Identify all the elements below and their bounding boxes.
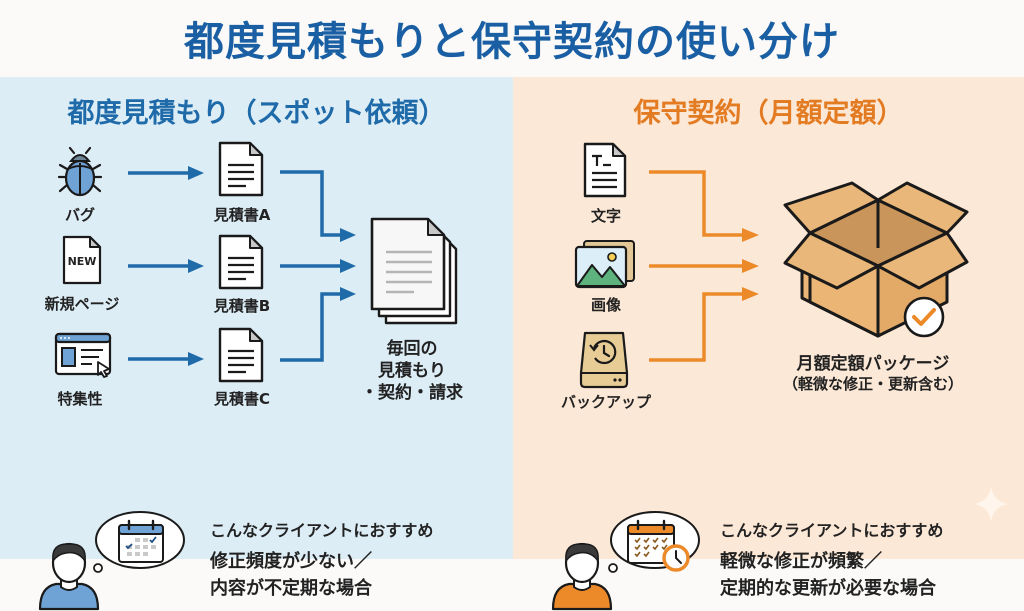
- arrow-estimate-c-to-result: [280, 287, 356, 362]
- recommend-heading-left: こんなクライアントにおすすめ: [210, 521, 434, 540]
- result-line-3: ・契約・請求: [361, 383, 463, 403]
- arrow-text-to-package: [649, 170, 759, 242]
- package-line-2: （軽微な修正・更新含む）: [782, 375, 963, 393]
- estimate-c-icon: [218, 327, 264, 383]
- new-page-icon: [62, 235, 102, 285]
- sparkle-icon: [973, 486, 1009, 522]
- page-title: 都度見積もりと保守契約の使い分け: [184, 19, 840, 65]
- image-icon: [574, 240, 635, 289]
- check-badge-icon: [903, 296, 945, 338]
- arrow-estimate-b-to-result: [280, 259, 356, 273]
- recommend-line-left-1: 修正頻度が少ない／: [210, 551, 372, 572]
- input-label-text: 文字: [590, 207, 621, 225]
- spot-estimate-panel: 都度見積もり（スポット依頼） バグ NEW 新規ページ 特集性: [0, 77, 513, 611]
- input-label-image: 画像: [590, 296, 621, 314]
- arrow-feature-to-estimate-c: [128, 352, 204, 366]
- person-icon: [38, 542, 100, 611]
- person-icon-right: [551, 542, 613, 611]
- recommend-line-right-1: 軽微な修正が頻繁／: [720, 551, 882, 572]
- result-line-1: 毎回の: [386, 339, 438, 359]
- recommend-line-right-2: 定期的な更新が必要な場合: [720, 578, 936, 599]
- input-label-feature: 特集性: [57, 390, 103, 408]
- recommend-heading-right: こんなクライアントにおすすめ: [720, 521, 944, 540]
- estimate-b-icon: [218, 234, 264, 290]
- maintenance-contract-panel: 保守契約（月額定額） 文字 画像 バックアップ: [513, 77, 1024, 611]
- arrow-bug-to-estimate-a: [128, 166, 204, 180]
- input-label-backup: バックアップ: [560, 393, 651, 411]
- arrow-backup-to-package: [649, 287, 759, 362]
- input-label-bug: バグ: [64, 206, 95, 224]
- estimate-a-icon: [218, 141, 264, 197]
- arrow-estimate-a-to-result: [280, 170, 356, 242]
- arrow-image-to-package: [649, 259, 759, 273]
- calendar-clock-icon: [627, 519, 690, 572]
- text-document-icon: [583, 142, 627, 198]
- input-label-new-page: 新規ページ: [44, 295, 120, 313]
- recommend-line-left-2: 内容が不定期な場合: [210, 578, 372, 599]
- document-stack-icon: [370, 217, 458, 325]
- estimate-c-label: 見積書C: [213, 390, 270, 408]
- result-line-2: 見積もり: [378, 361, 446, 381]
- maintenance-contract-heading: 保守契約（月額定額）: [633, 98, 904, 129]
- arrow-new-page-to-estimate-b: [128, 259, 204, 273]
- spot-estimate-heading: 都度見積もり（スポット依頼）: [67, 98, 446, 129]
- package-line-1: 月額定額パッケージ: [796, 354, 950, 374]
- bug-icon: [57, 146, 103, 197]
- estimate-a-label: 見積書A: [213, 206, 271, 224]
- new-badge: NEW: [67, 255, 97, 268]
- calendar-icon: [118, 519, 164, 563]
- estimate-b-label: 見積書B: [213, 297, 271, 315]
- backup-drive-icon: [579, 331, 629, 389]
- web-page-icon: [54, 332, 112, 378]
